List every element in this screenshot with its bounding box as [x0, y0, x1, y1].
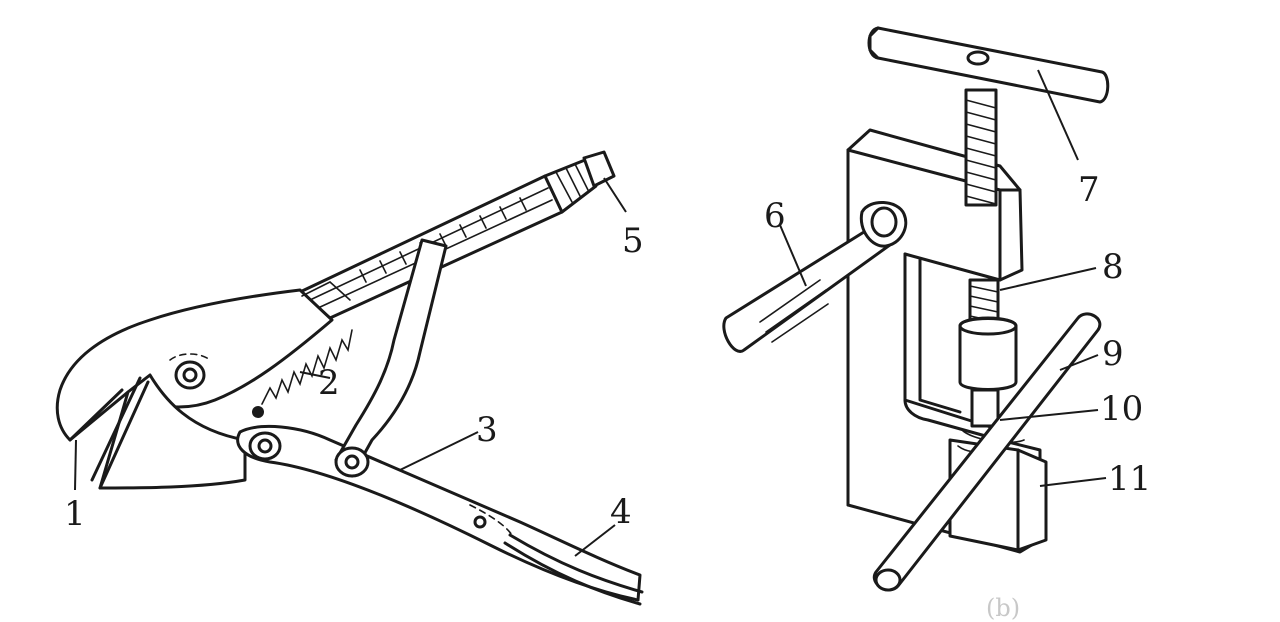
- t-handle: [867, 26, 1110, 104]
- locking-pliers-drawing: 1 2 3 4 5: [55, 150, 644, 606]
- label-6: 6: [764, 196, 786, 236]
- label-10: 10: [1100, 389, 1143, 429]
- label-4: 4: [610, 492, 632, 532]
- leader-lines-left: [74, 177, 627, 557]
- workpiece-rod: [872, 312, 1102, 592]
- toggle-link: [334, 238, 448, 478]
- tommy-bar: [722, 201, 908, 353]
- label-5: 5: [622, 221, 644, 261]
- label-11: 11: [1108, 459, 1151, 499]
- pressure-pad: [958, 316, 1018, 428]
- label-3: 3: [476, 410, 498, 450]
- label-2: 2: [318, 363, 340, 403]
- label-8: 8: [1102, 247, 1124, 287]
- adjusting-screw: [543, 150, 616, 214]
- lower-jaw: [90, 373, 247, 490]
- clamp-fixture-drawing: 6 7 8 9 10 11 (b): [722, 26, 1151, 622]
- upper-jaw: [55, 288, 334, 442]
- figure-caption: (b): [986, 594, 1020, 622]
- label-9: 9: [1102, 334, 1124, 374]
- release-lever: [503, 533, 644, 606]
- spring: [252, 281, 353, 418]
- label-7: 7: [1078, 170, 1100, 210]
- lower-handle: [236, 424, 642, 602]
- label-1: 1: [64, 494, 86, 534]
- leader-lines-right: [779, 69, 1107, 487]
